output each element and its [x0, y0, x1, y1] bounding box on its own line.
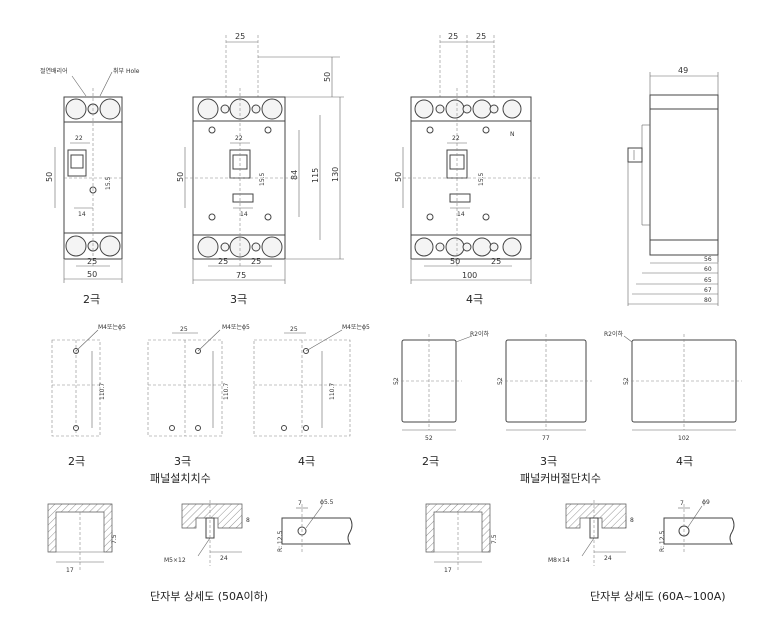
panel-mounting-3-pole: 25 M4또는ϕ5 110.7 3극	[147, 324, 250, 468]
dim-width-label: 75	[236, 271, 246, 280]
dim-22-label: 22	[452, 135, 460, 142]
dim-width-label: 102	[678, 435, 690, 442]
dim-height-label: 50	[45, 172, 54, 182]
dim-width-label: 50	[87, 270, 97, 279]
dim-pitch-a-label: 25	[218, 257, 228, 266]
dim-17-label: 17	[66, 567, 74, 574]
dim-14-label: 14	[240, 211, 248, 218]
caption-4-pole: 4극	[298, 455, 315, 468]
neutral-mark: N	[510, 131, 515, 138]
dim-height-label: 52	[393, 377, 400, 385]
dim-115-label: 115	[311, 168, 320, 183]
dim-56-label: 56	[704, 256, 712, 263]
radius-note: R2이하	[604, 330, 624, 338]
dim-height-label: 52	[623, 377, 630, 385]
mounting-hole-label: 취부 Hole	[113, 67, 140, 75]
dim-top-50-label: 50	[323, 72, 332, 82]
caption-3-pole: 3극	[540, 455, 557, 468]
radius-label: R: 12.5	[659, 531, 666, 552]
dim-7-5-label: 7.5	[111, 534, 118, 544]
dim-67-label: 67	[704, 287, 712, 294]
insulation-barrier-label: 절연배리어	[40, 67, 68, 75]
caption-2-pole: 2극	[68, 455, 85, 468]
panel-mounting-4-pole: 25 M4또는ϕ5 110.7 4극	[253, 324, 370, 468]
dim-15-5-label: 15.5	[259, 172, 266, 186]
dim-height-label: 52	[497, 377, 504, 385]
dim-height-label: 110.7	[99, 383, 106, 400]
dim-15-5-label: 15.5	[478, 172, 485, 186]
caption-4-pole: 4극	[466, 293, 483, 306]
dim-width-label: 100	[462, 271, 477, 280]
dim-49-label: 49	[678, 66, 688, 75]
dim-65-label: 65	[704, 277, 712, 284]
hole-label: ϕ5.5	[320, 499, 334, 506]
dim-pitch-label: 25	[491, 257, 501, 266]
dim-width-label: 52	[425, 435, 433, 442]
dim-84-label: 84	[290, 170, 299, 180]
dim-width-label: 77	[542, 435, 550, 442]
caption-3-pole: 3극	[230, 293, 247, 306]
radius-label: R: 12.5	[277, 531, 284, 552]
caption-4-pole: 4극	[676, 455, 693, 468]
dim-24-label: 24	[604, 555, 612, 562]
side-view: 49 56 60 65 67 80	[627, 66, 719, 306]
dim-7-label: 7	[680, 500, 684, 507]
caption-2-pole: 2극	[83, 293, 100, 306]
terminal-50a-title: 단자부 상세도 (50A이하)	[150, 589, 268, 603]
panel-cutout-4-pole: R2이하 52 102 4극	[604, 330, 742, 468]
dim-50-label: 50	[394, 172, 403, 182]
screw-label: M5×12	[164, 557, 186, 564]
dim-60-label: 60	[704, 266, 712, 273]
panel-cutout-3-pole: 52 77 3극	[497, 334, 592, 468]
dim-22-label: 22	[235, 135, 243, 142]
dim-24-label: 24	[220, 555, 228, 562]
caption-3-pole: 3극	[174, 455, 191, 468]
dim-8-label: 8	[246, 517, 250, 524]
dim-height-label: 110.7	[329, 383, 336, 400]
hole-note: M4또는ϕ5	[342, 324, 370, 331]
terminal-detail-50a: 17 7.5 8 M5×12 24 7 ϕ5.5 R: 12.5 단자부 상세도…	[47, 499, 353, 603]
terminal-detail-100a: 17 7.5 8 M8×14 24 7 ϕ9 R: 12.5 단자부 상세도 (…	[425, 499, 735, 603]
panel-cutout-2-pole: R2이하 52 52 2극	[393, 330, 490, 468]
dim-top-pitch-label: 25	[235, 32, 245, 41]
dim-14-label: 14	[78, 211, 86, 218]
front-view-3-pole: 25 50 22 14 15.5 50 84 115 130 25 25	[176, 32, 344, 306]
panel-mounting-2-pole: M4또는ϕ5 110.7 2극	[51, 324, 126, 468]
panel-cutout-title: 패널커버절단치수	[520, 472, 601, 485]
radius-note: R2이하	[470, 330, 490, 338]
screw-label: M8×14	[548, 557, 570, 564]
dim-width-label: 25	[290, 326, 298, 333]
dim-8-label: 8	[630, 517, 634, 524]
dim-14-label: 14	[457, 211, 465, 218]
dim-pitch-b-label: 25	[251, 257, 261, 266]
dim-15-5-label: 15.5	[105, 176, 112, 190]
dim-22-label: 22	[75, 135, 83, 142]
panel-mounting-title: 패널설치치수	[150, 472, 211, 485]
dim-width-label: 25	[180, 326, 188, 333]
dim-top-pitch-b-label: 25	[476, 32, 486, 41]
caption-2-pole: 2극	[422, 455, 439, 468]
dim-130-label: 130	[331, 167, 340, 182]
dim-80-label: 80	[704, 297, 712, 304]
dim-50-label: 50	[176, 172, 185, 182]
dim-7-5-label: 7.5	[491, 534, 498, 544]
front-view-2-pole: 절연배리어 취부 Hole 22 14 15.5 50 25 50 2극	[40, 67, 140, 306]
hole-note: M4또는ϕ5	[98, 324, 126, 331]
dim-top-pitch-a-label: 25	[448, 32, 458, 41]
terminal-100a-title: 단자부 상세도 (60A~100A)	[590, 590, 726, 603]
hole-note: M4또는ϕ5	[222, 324, 250, 331]
front-view-4-pole: 25 25 N 22 14 15.5 50 50 25 100 4극	[394, 32, 540, 306]
hole-label: ϕ9	[702, 499, 710, 506]
dim-7-label: 7	[298, 500, 302, 507]
dim-height-label: 110.7	[223, 383, 230, 400]
dim-pitch-label: 25	[87, 257, 97, 266]
dim-half-width-label: 50	[450, 257, 460, 266]
dim-17-label: 17	[444, 567, 452, 574]
